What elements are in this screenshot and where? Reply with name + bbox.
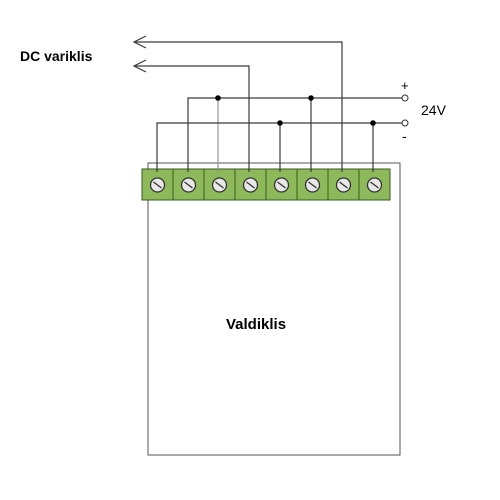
screw-slot [215,181,224,189]
terminal-block [141,168,391,201]
screw-slot [184,181,193,189]
junction-node [370,120,376,126]
junction-node [215,95,221,101]
screw-slot [339,181,348,189]
voltage-label: 24V [421,102,447,118]
terminal-1 [141,168,174,201]
controller-label: Valdiklis [226,316,286,333]
arrowhead-2 [132,59,147,73]
motor-wire-1 [134,41,343,172]
controller-box [147,162,401,456]
screw-slot [308,181,317,189]
junction-node [277,120,283,126]
terminal-4 [234,168,267,201]
wires [134,41,402,172]
terminal-8 [358,168,391,201]
motor-label: DC variklis [20,48,93,64]
screw-slot [246,181,255,189]
plus-rail [187,97,402,172]
junction-node [308,95,314,101]
terminal-6 [296,168,329,201]
arrowhead-1 [132,35,147,49]
junctions [215,95,376,126]
motor-wire-2 [134,65,250,172]
screw-slot [153,181,162,189]
terminal-2 [172,168,205,201]
minus-symbol: - [402,128,407,144]
screw-slot [370,181,379,189]
minus-supply-terminal [401,119,409,127]
minus-rail [156,122,402,172]
terminal-5 [265,168,298,201]
motor-arrows [132,35,147,73]
plus-symbol: + [401,78,409,93]
screw-slot [277,181,286,189]
plus-supply-terminal [401,94,409,102]
terminal-7 [327,168,360,201]
terminal-3 [203,168,236,201]
